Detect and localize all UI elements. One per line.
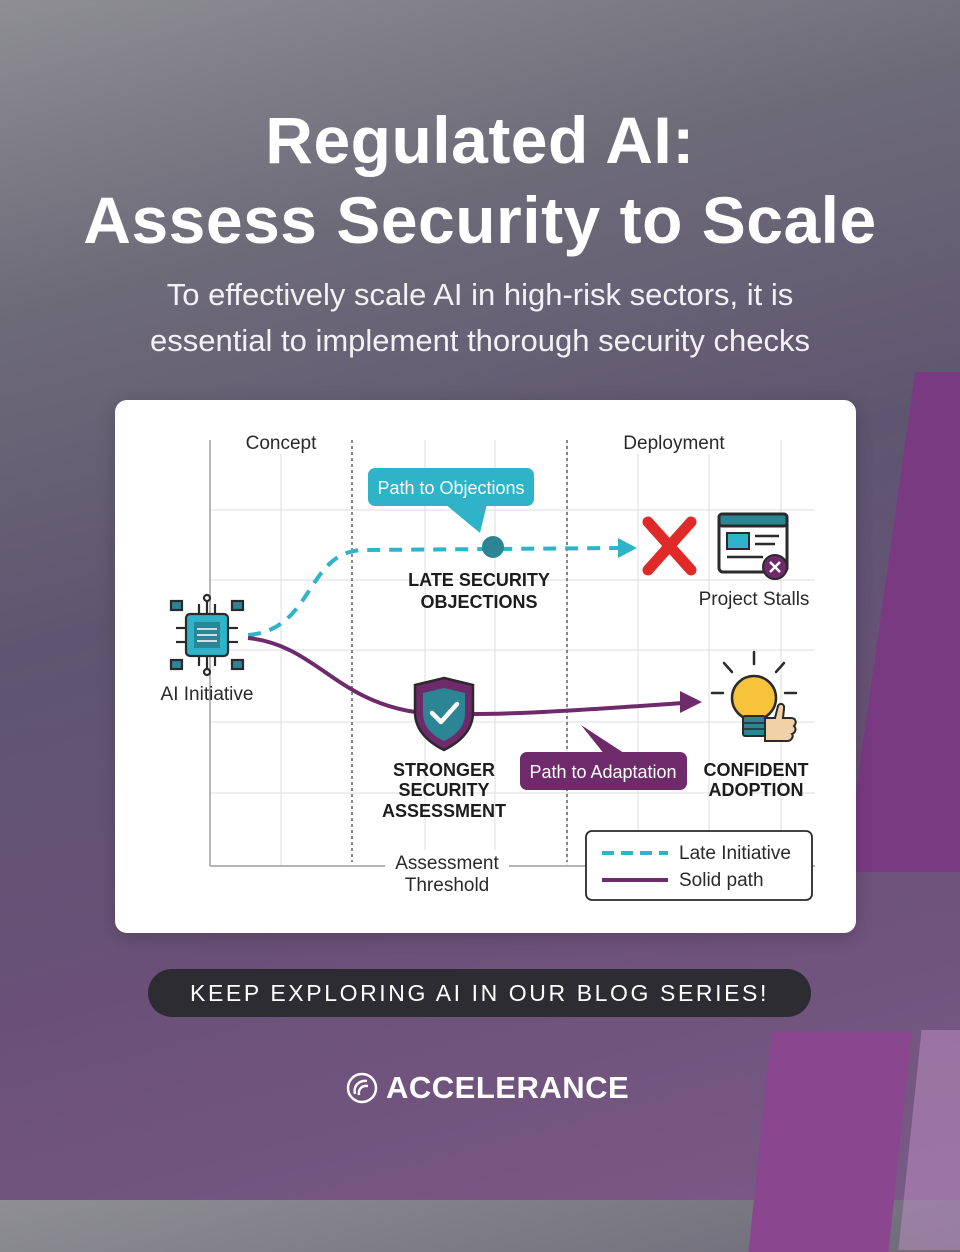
callout-adaptation: Path to Adaptation: [520, 725, 687, 790]
project-stalls-label: Project Stalls: [699, 589, 810, 610]
brand-name: ACCELERANCE: [386, 1070, 630, 1105]
brand-mark-icon: [346, 1072, 378, 1104]
blog-series-button[interactable]: KEEP EXPLORING AI IN OUR BLOG SERIES!: [148, 969, 811, 1017]
page-subtitle: To effectively scale AI in high-risk sec…: [60, 272, 900, 364]
shield-label: SECURITY: [398, 780, 489, 800]
subtitle-line: To effectively scale AI in high-risk sec…: [166, 277, 794, 312]
threshold-label: Threshold: [405, 875, 490, 896]
cross-icon: [642, 516, 697, 576]
title-line: Regulated AI:: [265, 103, 695, 177]
diagram-canvas: Concept Deployment Path to Objections LA…: [161, 428, 815, 901]
adoption-label: CONFIDENT: [704, 760, 809, 780]
decorative-shape: [844, 372, 960, 872]
title-line: Assess Security to Scale: [83, 183, 877, 257]
subtitle-line: essential to implement thorough security…: [150, 323, 810, 358]
threshold-label: Assessment: [395, 853, 499, 874]
late-path-line: [247, 546, 621, 637]
lightbulb-thumbs-up-icon: [710, 650, 798, 742]
shield-label: ASSESSMENT: [382, 801, 506, 821]
brand-logo: ACCELERANCE: [346, 1068, 629, 1108]
callout-adaptation-text: Path to Adaptation: [529, 762, 676, 782]
stage-label-concept: Concept: [246, 433, 317, 454]
callout-objections-text: Path to Objections: [377, 478, 524, 498]
decorative-shape: [748, 1032, 912, 1252]
objection-point-icon: [482, 536, 504, 558]
diagram-card: Concept Deployment Path to Objections LA…: [115, 400, 856, 933]
stage-label-deployment: Deployment: [623, 433, 725, 454]
page-title: Regulated AI: Assess Security to Scale: [0, 100, 960, 260]
legend: Late Initiative Solid path: [585, 830, 813, 901]
chip-icon: [169, 593, 245, 677]
adoption-label: ADOPTION: [708, 780, 803, 800]
stage-dividers: [351, 440, 568, 862]
ai-initiative-label: AI Initiative: [161, 684, 254, 705]
broken-window-icon: [717, 512, 789, 580]
shield-check-icon: [413, 676, 475, 752]
legend-item-dashed: Late Initiative: [679, 843, 791, 864]
late-path-arrowhead: [618, 538, 637, 558]
solid-path-arrowhead: [680, 691, 702, 713]
late-objections-label: LATE SECURITY: [408, 570, 550, 590]
shield-label: STRONGER: [393, 760, 495, 780]
callout-objections: Path to Objections: [368, 468, 534, 533]
legend-item-solid: Solid path: [679, 870, 764, 891]
late-objections-label: OBJECTIONS: [420, 592, 537, 612]
